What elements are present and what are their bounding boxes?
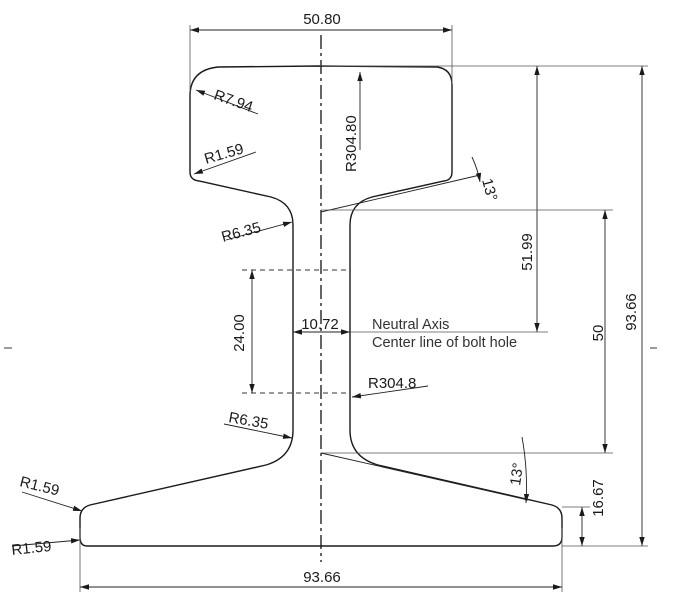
label-r159-base-bottom: R1.59 xyxy=(11,538,53,559)
leader-r159-base-top xyxy=(21,491,83,512)
angle-lower-arc xyxy=(521,436,530,504)
label-r635-upper: R6.35 xyxy=(220,219,263,246)
leader-r635-lower xyxy=(223,423,293,439)
label-r794: R7.94 xyxy=(212,87,255,116)
label-base-width: 93.66 xyxy=(303,569,341,586)
leader-r3048 xyxy=(351,385,429,399)
angle-upper-ref xyxy=(320,174,481,213)
angle-upper-arc xyxy=(471,156,482,183)
leader-r159-base-bottom xyxy=(11,538,81,547)
label-angle-lower: 13° xyxy=(507,462,527,487)
leader-r635-upper xyxy=(225,221,293,241)
label-10-72: 10.72 xyxy=(301,316,339,333)
label-50: 50 xyxy=(590,325,607,342)
label-r635-lower: R6.35 xyxy=(227,409,269,433)
label-neutral-axis: Neutral Axis xyxy=(372,317,449,333)
label-16-67: 16.67 xyxy=(590,479,607,517)
label-angle-upper: 13° xyxy=(478,177,500,203)
label-24-00: 24.00 xyxy=(231,314,248,352)
label-r30480: R304.80 xyxy=(343,115,360,172)
label-r159-base-top: R1.59 xyxy=(18,473,61,499)
leader-r794 xyxy=(195,89,259,115)
label-head-width: 50.80 xyxy=(303,11,341,28)
angle-lower-ref xyxy=(320,452,529,501)
label-51-99: 51.99 xyxy=(519,233,536,271)
label-bolt-center-line: Center line of bolt hole xyxy=(372,335,517,351)
label-total-height: 93.66 xyxy=(623,293,640,331)
label-r3048: R304.8 xyxy=(368,375,416,392)
leader-r159-head xyxy=(193,151,257,175)
rail-outline xyxy=(79,65,563,547)
